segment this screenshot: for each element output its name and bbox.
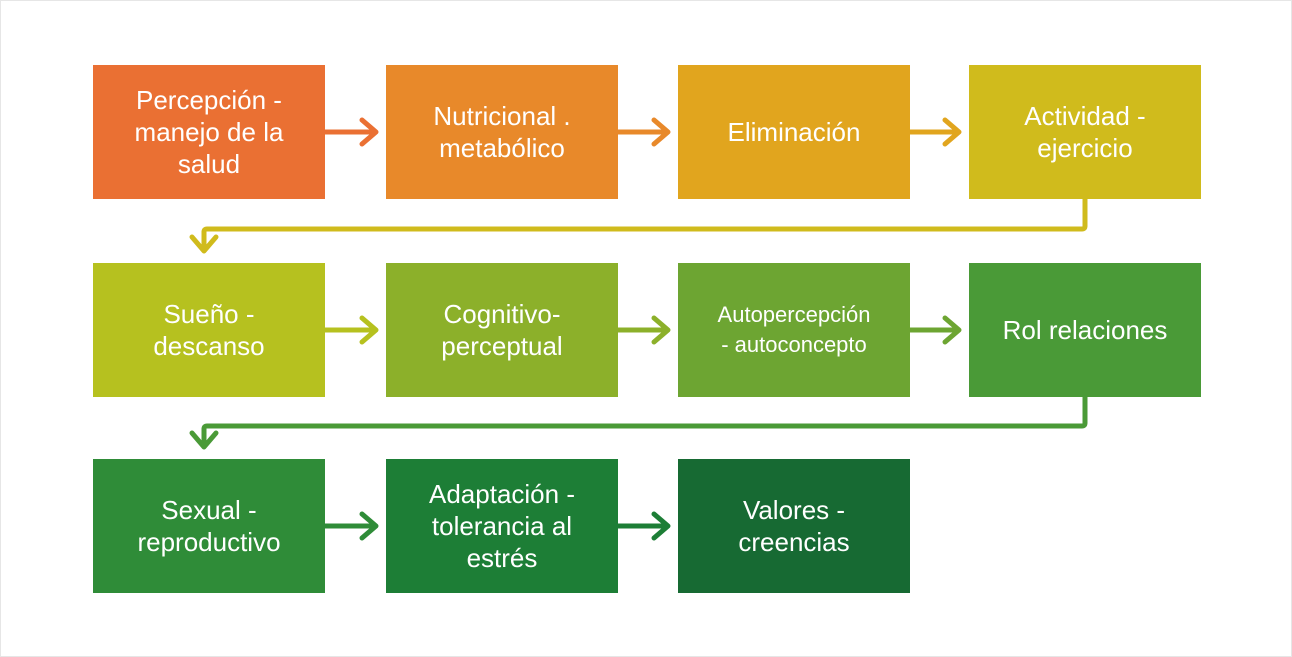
node-eliminacion: Eliminación bbox=[678, 65, 910, 199]
node-sexual-reproductivo: Sexual - reproductivo bbox=[93, 459, 325, 593]
connector-arrowhead-5 bbox=[359, 315, 379, 345]
node-label: Autopercepción - autoconcepto bbox=[717, 302, 871, 357]
node-label: Sexual - reproductivo bbox=[137, 495, 281, 557]
connector-arrowhead-3 bbox=[942, 117, 962, 147]
node-nutricional-metabolico: Nutricional . metabólico bbox=[386, 65, 618, 199]
node-percepcion-manejo-salud: Percepción - manejo de la salud bbox=[93, 65, 325, 199]
connector-arrowhead-2 bbox=[651, 117, 671, 147]
node-label: Eliminación bbox=[727, 117, 861, 147]
connector-arrowhead-1 bbox=[359, 117, 379, 147]
connector-arrowhead-4 bbox=[189, 234, 219, 254]
connector-arrowhead-8 bbox=[189, 430, 219, 450]
node-label: Valores - creencias bbox=[738, 495, 850, 557]
node-label: Nutricional . metabólico bbox=[433, 101, 571, 163]
connector-arrowhead-9 bbox=[359, 511, 379, 541]
connector-arrowhead-10 bbox=[651, 511, 671, 541]
connector-arrowhead-6 bbox=[651, 315, 671, 345]
node-actividad-ejercicio: Actividad - ejercicio bbox=[969, 65, 1201, 199]
node-label: Rol relaciones bbox=[1002, 315, 1168, 345]
node-sueno-descanso: Sueño - descanso bbox=[93, 263, 325, 397]
node-label: Cognitivo- perceptual bbox=[441, 299, 563, 361]
node-valores-creencias: Valores - creencias bbox=[678, 459, 910, 593]
connector-arrow-4 bbox=[201, 196, 1088, 252]
node-label: Percepción - manejo de la salud bbox=[134, 85, 284, 179]
node-rol-relaciones: Rol relaciones bbox=[969, 263, 1201, 397]
node-label: Adaptación - tolerancia al estrés bbox=[429, 479, 575, 573]
node-autopercepcion-autoconcepto: Autopercepción - autoconcepto bbox=[678, 263, 910, 397]
connector-arrowhead-7 bbox=[942, 315, 962, 345]
node-label: Sueño - descanso bbox=[153, 299, 265, 361]
node-label: Actividad - ejercicio bbox=[1024, 101, 1146, 163]
connector-arrow-8 bbox=[201, 394, 1088, 448]
node-adaptacion-tolerancia-estres: Adaptación - tolerancia al estrés bbox=[386, 459, 618, 593]
node-cognitivo-perceptual: Cognitivo- perceptual bbox=[386, 263, 618, 397]
